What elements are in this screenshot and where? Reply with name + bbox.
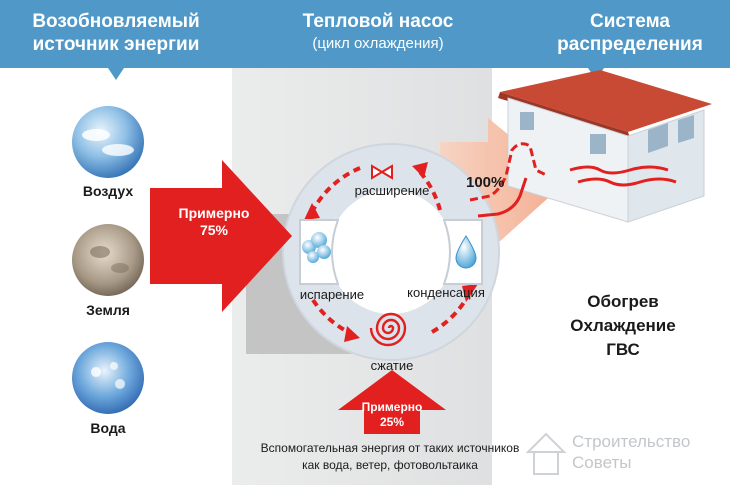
renewable-arrow (150, 160, 292, 312)
source-label-earth: Земля (86, 302, 130, 318)
earth-source-image (72, 224, 144, 296)
auxiliary-share-line2: 25% (379, 415, 405, 429)
source-label-water: Вода (90, 420, 126, 436)
output-cooling: Охлаждение (570, 316, 676, 335)
output-heating: Обогрев (587, 292, 659, 311)
output-hot-water: ГВС (606, 340, 640, 359)
cycle-arrowheads (304, 162, 478, 342)
auxiliary-arrow (338, 370, 446, 434)
cycle-label-evaporation: испарение (299, 287, 365, 302)
cycle-label-compression: сжатие (370, 358, 414, 373)
compression-spiral-icon (369, 312, 407, 347)
house-illustration (498, 70, 712, 223)
cycle-label-condensation: конденсация (407, 285, 485, 300)
output-share-label: 100% (466, 174, 505, 191)
header-notch-left (108, 68, 124, 80)
auxiliary-share-line1: Примерно (361, 400, 423, 414)
cycle-label-expansion: расширение (354, 183, 430, 198)
header-bar (0, 0, 730, 68)
auxiliary-note: Вспомогательная энергия от таких источни… (260, 441, 520, 472)
renewable-share-line1: Примерно (178, 205, 250, 221)
header-middle-subtitle: (цикл охлаждения) (312, 35, 444, 52)
water-source-image (72, 342, 144, 414)
header-left-title: Возобновляемый источник энергии (32, 11, 200, 55)
header-right-title: Система распределения (557, 11, 703, 55)
supply-pipe (469, 142, 549, 202)
source-label-air: Воздух (82, 183, 134, 199)
condensation-icon (455, 235, 477, 269)
return-pipe (477, 177, 528, 218)
evaporation-icon (302, 232, 331, 263)
expansion-valve-icon (371, 164, 393, 180)
watermark-line2: Советы (572, 453, 632, 472)
watermark-line1: Строительство (572, 432, 691, 451)
renewable-share-line2: 75% (199, 222, 229, 238)
air-source-image (72, 106, 144, 178)
watermark-logo-icon (525, 432, 567, 475)
cycle-center (329, 190, 453, 314)
header-middle-title: Тепловой насос (302, 11, 454, 32)
